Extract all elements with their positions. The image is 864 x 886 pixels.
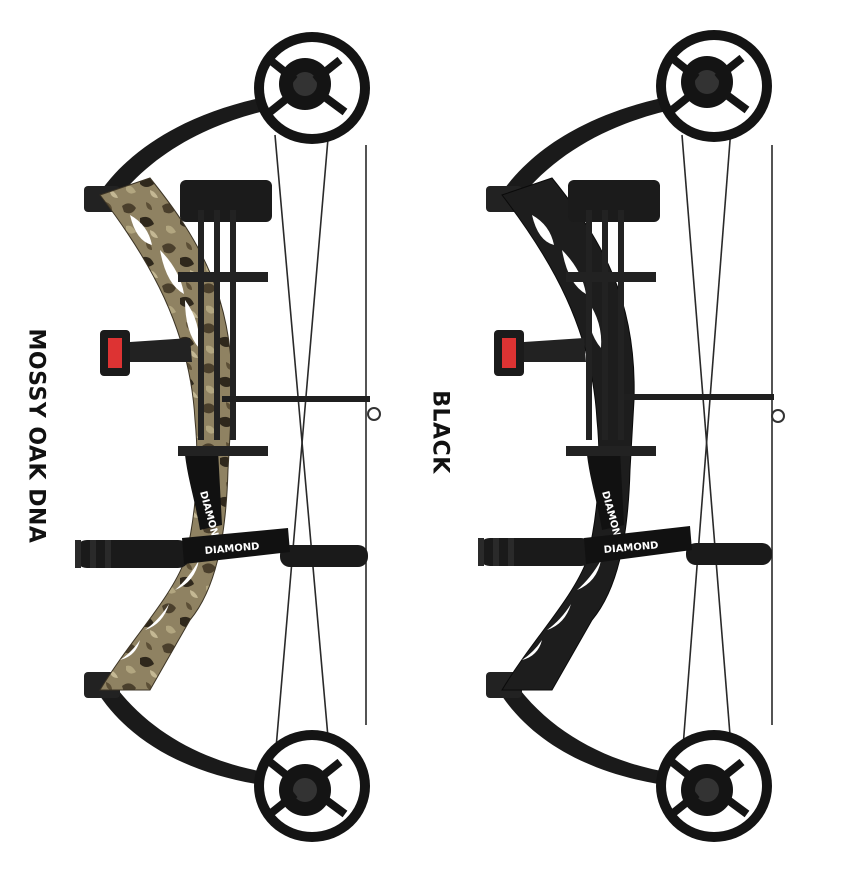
bow-sight (494, 330, 586, 376)
bow-variant-mossy-oak: MOSSY OAK DNA (24, 32, 381, 842)
riser (501, 177, 635, 691)
top-cam (254, 32, 370, 144)
grip (185, 450, 222, 530)
arrow-rest (624, 394, 774, 400)
d-loop (771, 409, 785, 423)
bow-image-black: DIAMOND DIAMOND (478, 30, 785, 842)
top-cam (656, 30, 772, 142)
bow-image-camo: DIAMOND DIAMOND (75, 32, 381, 842)
quiver (178, 180, 272, 456)
d-loop (367, 407, 381, 421)
wrist-sling (584, 526, 692, 564)
bowstring (681, 114, 773, 761)
quiver (566, 180, 660, 456)
riser-cutouts (120, 215, 200, 660)
arrow-rest (222, 396, 370, 402)
bottom-cam (656, 730, 772, 842)
stabilizer (478, 538, 772, 566)
bow-variant-black: BLACK DIAMOND (428, 0, 864, 886)
grip (587, 450, 624, 530)
riser (99, 177, 233, 691)
bottom-cam (254, 730, 370, 842)
wrist-sling (182, 528, 290, 564)
stabilizer (75, 540, 368, 568)
sling-logo: DIAMOND (204, 541, 260, 557)
bow-sight (100, 330, 192, 376)
sling-logo: DIAMOND (603, 540, 659, 556)
bowstring (274, 114, 367, 761)
